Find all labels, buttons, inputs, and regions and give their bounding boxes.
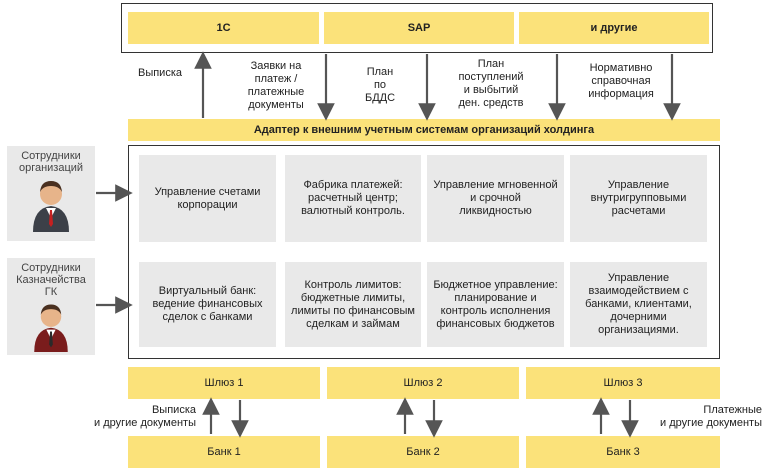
module-limits: Контроль лимитов: бюджетные лимиты, лими…	[285, 262, 421, 347]
adapter-bar: Адаптер к внешним учетным системам орган…	[128, 119, 720, 141]
gateway-2: Шлюз 2	[327, 367, 519, 399]
flow-label-reference-info: Нормативно справочная информация	[588, 62, 654, 100]
person-treasury-staff: Сотрудники Казначейства ГК	[7, 258, 95, 355]
flow-label-bank-payments: Платежные и другие документы	[660, 404, 762, 429]
flow-label-statement: Выписка	[137, 67, 183, 79]
module-interaction: Управление взаимодействием с банками, кл…	[570, 262, 707, 347]
module-virtual-bank: Виртуальный банк: ведение финансовых сде…	[139, 262, 276, 347]
flow-label-plan-flows: План поступлений и выбытий ден. средств	[458, 58, 524, 109]
module-payment-factory: Фабрика платежей: расчетный центр; валют…	[285, 155, 421, 242]
businessman-icon	[33, 181, 69, 232]
person-treasury-staff-label: Сотрудники Казначейства ГК	[16, 262, 86, 298]
flow-label-plan-bdds: План по БДДС	[364, 66, 396, 104]
person-org-staff-label: Сотрудники организаций	[18, 150, 84, 174]
gateway-3: Шлюз 3	[526, 367, 720, 399]
person-org-staff: Сотрудники организаций	[7, 146, 95, 241]
flow-label-bank-statement: Выписка и другие документы	[94, 404, 196, 429]
module-accounts: Управление счетами корпорации	[139, 155, 276, 242]
module-liquidity: Управление мгновенной и срочной ликвидно…	[427, 155, 564, 242]
bank-1: Банк 1	[128, 436, 320, 468]
gateway-1: Шлюз 1	[128, 367, 320, 399]
modules-frame	[128, 145, 720, 359]
system-1c: 1С	[128, 12, 319, 44]
system-sap: SAP	[324, 12, 514, 44]
module-intragroup: Управление внутригрупповыми расчетами	[570, 155, 707, 242]
businessman-icon	[34, 304, 68, 352]
bank-3: Банк 3	[526, 436, 720, 468]
flow-label-payment-requests: Заявки на платеж / платежные документы	[247, 60, 305, 111]
external-systems-frame	[121, 3, 713, 53]
system-others: и другие	[519, 12, 709, 44]
bank-2: Банк 2	[327, 436, 519, 468]
module-budget: Бюджетное управление: планирование и кон…	[427, 262, 564, 347]
